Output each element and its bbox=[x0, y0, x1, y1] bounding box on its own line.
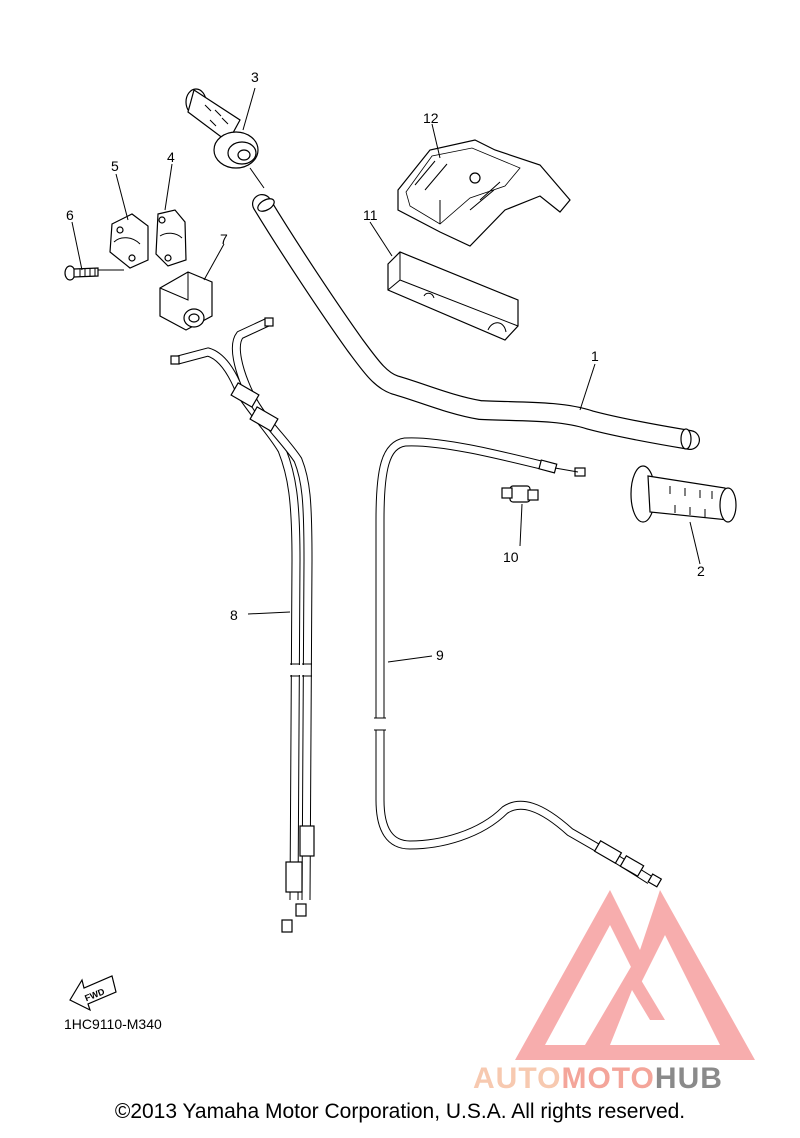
watermark-moto: MOTO bbox=[561, 1062, 654, 1095]
copyright-text: ©2013 Yamaha Motor Corporation, U.S.A. A… bbox=[114, 1100, 686, 1123]
watermark-auto: AUTO bbox=[473, 1062, 561, 1095]
leader-lines bbox=[71, 87, 701, 663]
part-4-clamp[interactable] bbox=[155, 209, 187, 267]
part-7-holder[interactable] bbox=[159, 271, 213, 331]
part-8-throttle-cable[interactable] bbox=[170, 317, 315, 933]
watermark-logo-icon bbox=[515, 890, 755, 1060]
callout-11: 11 bbox=[363, 207, 378, 223]
part-3-grip-left[interactable] bbox=[185, 88, 265, 189]
part-6-bolt[interactable] bbox=[64, 265, 99, 281]
callout-6: 6 bbox=[66, 207, 74, 223]
callout-8: 8 bbox=[230, 607, 238, 623]
part-5-clamp[interactable] bbox=[109, 213, 149, 269]
watermark-hub: HUB bbox=[655, 1062, 723, 1095]
part-2-grip-right[interactable] bbox=[630, 465, 737, 523]
callout-5: 5 bbox=[111, 158, 119, 174]
fwd-arrow-icon: FWD bbox=[69, 975, 117, 1012]
callout-7: 7 bbox=[220, 231, 228, 247]
part-9-clutch-cable[interactable] bbox=[372, 437, 663, 888]
part-12-cover[interactable] bbox=[397, 139, 571, 247]
watermark-text: AUTOMOTOHUB bbox=[473, 1062, 723, 1095]
part-11-pad[interactable] bbox=[387, 251, 519, 341]
callout-3: 3 bbox=[251, 69, 259, 85]
diagram-code: 1HC9110-M340 bbox=[64, 1016, 162, 1032]
callout-4: 4 bbox=[167, 149, 175, 165]
callout-1: 1 bbox=[591, 348, 599, 364]
callout-10: 10 bbox=[503, 549, 519, 565]
part-1-handlebar[interactable] bbox=[252, 194, 700, 450]
part-10-adjuster[interactable] bbox=[501, 485, 539, 503]
callout-12: 12 bbox=[423, 110, 439, 126]
callout-2: 2 bbox=[697, 563, 705, 579]
callout-9: 9 bbox=[436, 647, 444, 663]
